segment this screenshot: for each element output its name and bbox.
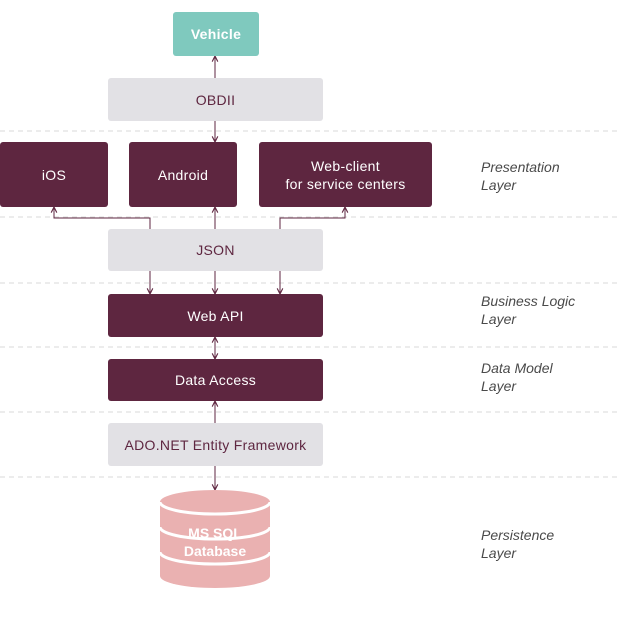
ado-net-label: ADO.NET Entity Framework [124,436,307,453]
data-model-layer-line2: Layer [481,378,517,394]
web-client-label-line2: for service centers [285,175,406,192]
business-logic-layer-line2: Layer [481,311,517,327]
web-client-node: Web-client for service centers [259,142,432,207]
ios-label: iOS [41,166,67,183]
arrow-json-to-ios [54,207,151,229]
business-logic-layer-line1: Business Logic [481,293,576,309]
data-model-layer-label: Data Model Layer [481,359,611,395]
database-label-line1: MS SQL [188,525,242,541]
web-api-node: Web API [108,294,323,337]
database-label-line2: Database [183,543,247,559]
vehicle-node: Vehicle [173,12,259,56]
json-node: JSON [108,229,323,271]
database-cylinder [158,490,272,588]
presentation-layer-label: Presentation Layer [481,158,611,194]
arrow-json-to-webclient [279,207,345,229]
persistence-layer-label: Persistence Layer [481,526,611,562]
obdii-label: OBDII [195,91,236,108]
android-node: Android [129,142,237,207]
obdii-node: OBDII [108,78,323,121]
web-api-label: Web API [187,307,244,324]
ios-node: iOS [0,142,108,207]
presentation-layer-line2: Layer [481,177,517,193]
ado-net-node: ADO.NET Entity Framework [108,423,323,466]
presentation-layer-line1: Presentation [481,159,560,175]
json-label: JSON [196,242,235,258]
android-label: Android [157,166,209,183]
data-access-label: Data Access [174,372,257,388]
web-client-label-line1: Web-client [311,157,380,174]
vehicle-label: Vehicle [190,26,242,42]
business-logic-layer-label: Business Logic Layer [481,292,611,328]
persistence-layer-line1: Persistence [481,527,555,543]
layer-dividers [0,130,620,478]
data-model-layer-line1: Data Model [481,360,553,376]
persistence-layer-line2: Layer [481,545,517,561]
database-label: MS SQL Database [160,524,270,560]
data-access-node: Data Access [108,359,323,401]
